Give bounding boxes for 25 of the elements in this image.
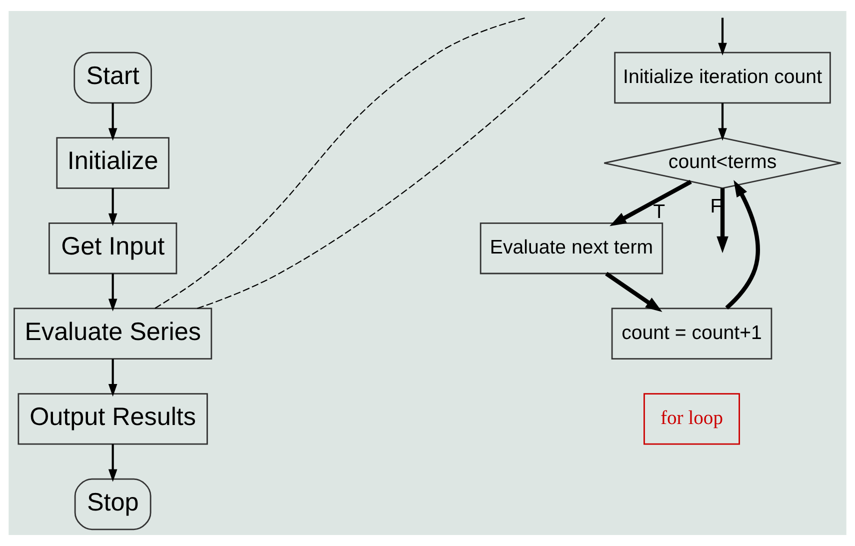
- node-box: Stop: [74, 478, 152, 530]
- arrow: [725, 180, 760, 310]
- arrow: [605, 272, 662, 312]
- node-box: Evaluate next term: [480, 222, 664, 274]
- arrow: [108, 274, 118, 312]
- arrow: [108, 444, 118, 482]
- edge-label: T: [653, 201, 666, 224]
- node-box: Evaluate Series: [14, 308, 212, 360]
- node-box: Initialize: [56, 137, 170, 189]
- connector: [154, 17, 527, 309]
- arrow: [108, 358, 118, 397]
- arrow: [108, 188, 118, 226]
- node-box: Initialize iteration count: [614, 52, 831, 104]
- node-box: Output Results: [18, 393, 208, 445]
- connector: [197, 17, 606, 309]
- node-box: count = count+1: [611, 308, 772, 360]
- arrow: [108, 103, 118, 141]
- arrow: [610, 180, 692, 226]
- node-diamond: count<terms: [603, 137, 842, 189]
- node-box: Start: [74, 52, 152, 104]
- arrow: [718, 103, 727, 141]
- arrow: [716, 188, 728, 254]
- node-box: for loop: [644, 393, 740, 445]
- node-box: Get Input: [48, 222, 178, 274]
- arrow: [718, 18, 727, 56]
